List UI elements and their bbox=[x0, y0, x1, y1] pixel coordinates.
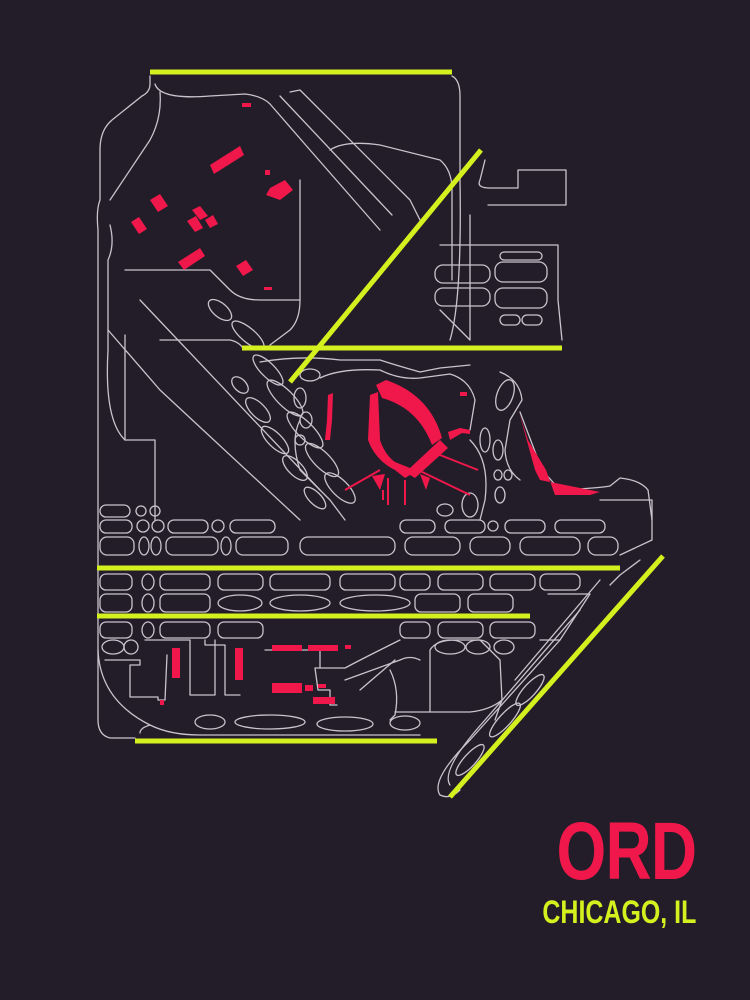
terminal-buildings bbox=[131, 103, 600, 705]
city-label: CHICAGO, IL bbox=[542, 894, 696, 930]
poster-title-block: ORD CHICAGO, IL bbox=[499, 806, 697, 931]
runways bbox=[97, 69, 665, 799]
airport-code: ORD bbox=[556, 806, 697, 897]
runway-diag-north bbox=[288, 148, 483, 384]
taxiway-islands bbox=[97, 298, 653, 798]
runway-diag-south bbox=[448, 554, 665, 799]
